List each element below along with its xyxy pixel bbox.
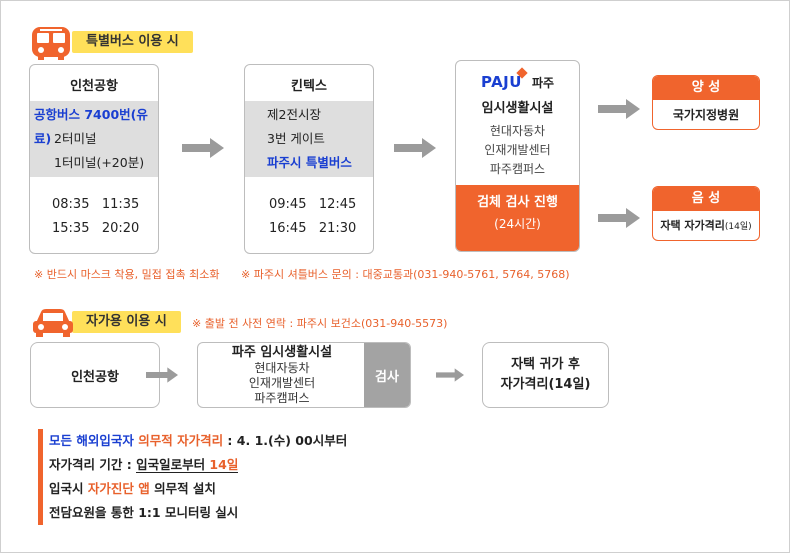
rule-line: 자가격리 기간 : 입국일로부터 14일 — [49, 453, 347, 477]
car-icon — [30, 303, 76, 341]
terminal2-label: 2터미널 — [54, 131, 97, 146]
paju-logo-korean: 파주 — [531, 76, 555, 90]
negative-result-suffix: (14일) — [724, 222, 752, 232]
private-facility-title: 파주 임시생활시설 — [231, 345, 333, 360]
arrow-right-icon — [598, 208, 640, 228]
negative-result-main: 자택 자가격리 — [660, 219, 725, 232]
kintex-time-row: 09:45 12:45 — [269, 197, 357, 212]
place-line: 인재개발센터 — [248, 376, 316, 390]
private-facility-card: 파주 임시생활시설 현대자동차 인재개발센터 파주캠퍼스 검사 — [197, 342, 411, 408]
paju-shuttle-label: 파주시 특별버스 — [267, 155, 352, 170]
rule-period-from-entry: 입국일로부터 — [136, 457, 210, 473]
bus-icon — [30, 23, 76, 61]
paju-facility-card: PAJU 파주 임시생활시설 현대자동차 인재개발센터 파주캠퍼스 검체 검사 … — [455, 60, 580, 252]
mask-note: ※ 반드시 마스크 착용, 밀접 접촉 최소화 — [34, 268, 220, 281]
positive-result-body: 국가지정병원 — [672, 108, 740, 122]
paju-logo-text: PAJU — [480, 73, 522, 91]
private-test-label: 검사 — [364, 343, 410, 407]
home-quarantine-card: 자택 귀가 후 자가격리(14일) — [482, 342, 609, 408]
home-quarantine-line1: 자택 귀가 후 — [511, 357, 580, 372]
paju-facility-title: 임시생활시설 — [481, 101, 554, 116]
private-incheon-label: 인천공항 — [71, 369, 119, 385]
terminal1-label: 1터미널(+20분) — [54, 155, 145, 170]
negative-result-head: 음 성 — [653, 187, 759, 211]
arrow-right-icon — [394, 138, 436, 158]
rule-line: 입국시 자가진단 앱 의무적 설치 — [49, 477, 347, 501]
paju-logo: PAJU 파주 — [456, 67, 579, 91]
incheon-time-row: 08:35 11:35 — [52, 197, 140, 212]
paju-facility-places: 현대자동차 인재개발센터 파주캠퍼스 — [456, 122, 579, 179]
sample-test-duration: (24시간) — [494, 217, 541, 231]
quarantine-rules-list: 모든 해외입국자 의무적 자가격리 : 4. 1.(수) 00시부터 자가격리 … — [38, 429, 347, 525]
sample-test-label: 검체 검사 진행 — [477, 195, 558, 210]
gate-label: 3번 게이트 — [267, 131, 325, 146]
kintex-card: 킨텍스 제2전시장 3번 게이트 파주시 특별버스 09:45 12:45 16… — [244, 64, 374, 254]
rule-app-prefix: 입국시 — [49, 481, 88, 496]
section-private-car-label: 자가용 이용 시 — [72, 311, 181, 333]
home-quarantine-line2: 자가격리(14일) — [500, 377, 591, 392]
place-line: 인재개발센터 — [484, 143, 551, 157]
place-line: 현대자동차 — [489, 124, 546, 138]
incheon-time-row: 15:35 20:20 — [52, 221, 140, 236]
section-special-bus-header: 특별버스 이용 시 — [30, 23, 193, 61]
kintex-card-title: 킨텍스 — [291, 79, 327, 94]
arrow-right-icon — [146, 367, 178, 383]
place-line: 현대자동차 — [254, 361, 310, 375]
sample-test-band: 검체 검사 진행 (24시간) — [456, 185, 579, 251]
private-facility-info: 파주 임시생활시설 현대자동차 인재개발센터 파주캠퍼스 — [198, 343, 366, 407]
incheon-route-band: 공항버스 7400번(유료) 2터미널 1터미널(+20분) — [30, 101, 158, 177]
incheon-card-title: 인천공항 — [70, 79, 118, 94]
kintex-time-row: 16:45 21:30 — [269, 221, 357, 236]
incheon-airport-card: 인천공항 공항버스 7400번(유료) 2터미널 1터미널(+20분) 08:3… — [29, 64, 159, 254]
pre-departure-contact-note: ※ 출발 전 사전 연락 : 파주시 보건소(031-940-5573) — [192, 317, 448, 330]
arrow-right-icon — [182, 138, 224, 158]
arrow-right-icon — [436, 368, 464, 382]
rule-self-diagnosis-app: 자가진단 앱 — [87, 481, 150, 496]
negative-result-body: 자택 자가격리(14일) — [653, 211, 759, 240]
kintex-route-band: 제2전시장 3번 게이트 파주시 특별버스 — [245, 101, 373, 177]
arrow-right-icon — [598, 99, 640, 119]
private-incheon-card: 인천공항 — [30, 342, 160, 408]
section-private-car-header: 자가용 이용 시 — [30, 303, 181, 341]
positive-result-head: 양 성 — [653, 76, 759, 100]
rule-line: 모든 해외입국자 의무적 자가격리 : 4. 1.(수) 00시부터 — [49, 429, 347, 453]
rule-mandatory-quarantine: 의무적 자가격리 — [138, 433, 224, 448]
rule-all-travelers: 모든 해외입국자 — [49, 433, 134, 448]
negative-result-card: 음 성 자택 자가격리(14일) — [652, 186, 760, 241]
incheon-times: 08:35 11:35 15:35 20:20 — [30, 193, 158, 241]
exhibition-hall-label: 제2전시장 — [267, 107, 321, 122]
rule-period-days: 14일 — [209, 457, 239, 473]
rule-start-date: : 4. 1.(수) 00시부터 — [223, 433, 348, 448]
rule-app-rest: 의무적 설치 — [149, 481, 216, 496]
place-line: 파주캠퍼스 — [489, 162, 546, 176]
place-line: 파주캠퍼스 — [254, 391, 310, 405]
positive-result-card: 양 성 국가지정병원 — [652, 75, 760, 130]
shuttle-inquiry-note: ※ 파주시 셔틀버스 문의 : 대중교통과(031-940-5761, 5764… — [241, 268, 570, 281]
rule-period-prefix: 자가격리 기간 : — [49, 457, 137, 472]
rule-line: 전담요원을 통한 1:1 모니터링 실시 — [49, 505, 239, 520]
section-special-bus-label: 특별버스 이용 시 — [72, 31, 193, 53]
airport-bus-label: 공항버스 7400번(유료) — [34, 107, 148, 146]
kintex-times: 09:45 12:45 16:45 21:30 — [245, 193, 373, 241]
